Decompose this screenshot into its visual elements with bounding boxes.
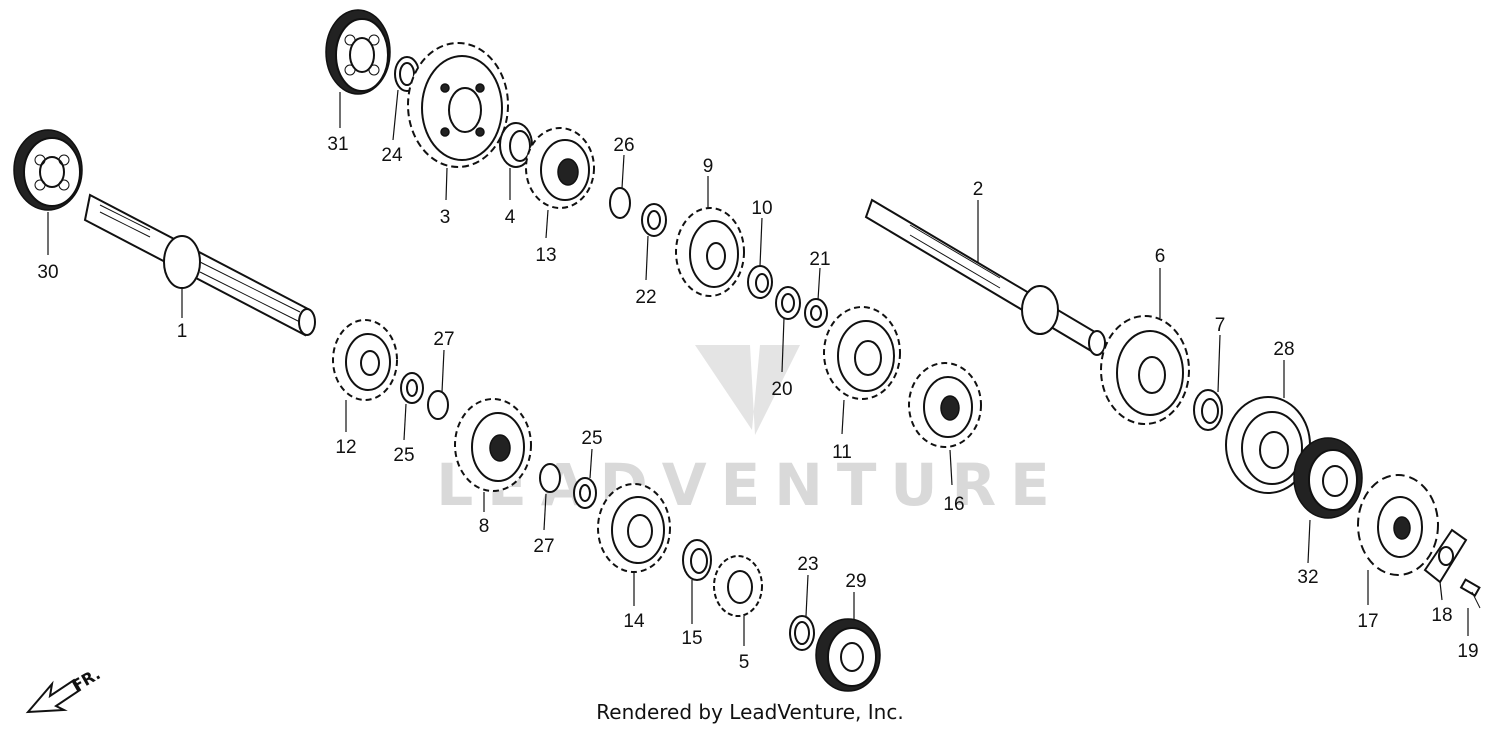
callout-9[interactable]: 9 <box>703 156 714 177</box>
part-26-circlip[interactable] <box>609 187 631 219</box>
part-16-gear[interactable] <box>908 362 982 448</box>
callout-7[interactable]: 7 <box>1215 315 1226 336</box>
part-31-bearing[interactable] <box>325 9 391 95</box>
part-17-sprocket[interactable] <box>1357 474 1439 576</box>
part-29-bearing[interactable] <box>815 618 881 692</box>
callout-3[interactable]: 3 <box>440 207 451 228</box>
callout-8[interactable]: 8 <box>479 516 490 537</box>
part-27-circlip[interactable] <box>427 390 449 420</box>
part-6-gear[interactable] <box>1100 315 1190 425</box>
callout-4[interactable]: 4 <box>505 207 516 228</box>
part-4-needle-bearing[interactable] <box>499 122 533 168</box>
part-12-gear[interactable] <box>332 319 398 401</box>
part-30-bearing[interactable] <box>13 129 83 211</box>
callout-21[interactable]: 21 <box>809 249 830 270</box>
arrow-icon <box>25 678 82 714</box>
callout-12[interactable]: 12 <box>335 437 356 458</box>
callout-18[interactable]: 18 <box>1431 605 1452 626</box>
callout-32[interactable]: 32 <box>1297 567 1318 588</box>
part-7-collar[interactable] <box>1193 389 1223 431</box>
part-32-oil-seal[interactable] <box>1293 437 1363 519</box>
part-21-washer[interactable] <box>804 298 828 328</box>
callout-6[interactable]: 6 <box>1155 246 1166 267</box>
callout-29[interactable]: 29 <box>845 571 866 592</box>
callout-25[interactable]: 25 <box>393 445 414 466</box>
watermark: LEADVENTURE <box>436 345 1064 519</box>
part-23-washer[interactable] <box>789 615 815 651</box>
callout-11[interactable]: 11 <box>832 442 852 463</box>
callout-31[interactable]: 31 <box>327 134 348 155</box>
callout-14[interactable]: 14 <box>623 611 645 632</box>
callout-13[interactable]: 13 <box>535 245 556 266</box>
part-13-gear[interactable] <box>525 127 595 209</box>
callout-26[interactable]: 26 <box>613 135 634 156</box>
callout-24[interactable]: 24 <box>381 145 403 166</box>
part-14-gear[interactable] <box>597 483 671 573</box>
part-9-gear[interactable] <box>675 207 745 297</box>
part-22-washer[interactable] <box>641 203 667 237</box>
callout-28[interactable]: 28 <box>1273 339 1294 360</box>
part-8-gear[interactable] <box>454 398 532 492</box>
callout-5[interactable]: 5 <box>739 652 750 673</box>
part-25-washer-right[interactable] <box>573 477 597 509</box>
part-25-washer[interactable] <box>400 372 424 404</box>
callout-2[interactable]: 2 <box>973 179 984 200</box>
part-15-bushing[interactable] <box>682 539 712 581</box>
callout-labels: 1 2 3 4 5 6 7 8 9 10 11 12 13 14 15 16 1… <box>37 134 1478 673</box>
callout-27-lower[interactable]: 27 <box>533 536 554 557</box>
callout-30[interactable]: 30 <box>37 262 58 283</box>
callout-22[interactable]: 22 <box>635 287 656 308</box>
callout-27[interactable]: 27 <box>433 329 454 350</box>
part-3-gear[interactable] <box>407 42 509 168</box>
part-19-bolt[interactable] <box>1459 578 1481 609</box>
render-credit: Rendered by LeadVenture, Inc. <box>596 700 904 724</box>
part-5-gear[interactable] <box>713 555 763 617</box>
part-27-circlip-lower[interactable] <box>539 463 561 493</box>
leader-lines <box>47 89 1469 646</box>
part-28-bearing[interactable] <box>1225 396 1311 494</box>
callout-17[interactable]: 17 <box>1357 611 1378 632</box>
part-1-main-shaft[interactable] <box>83 193 316 337</box>
callout-1[interactable]: 1 <box>177 321 188 342</box>
part-20-washer[interactable] <box>775 286 801 320</box>
callout-10[interactable]: 10 <box>751 198 772 219</box>
callout-19[interactable]: 19 <box>1457 641 1478 662</box>
callout-16[interactable]: 16 <box>943 494 964 515</box>
watermark-text: LEADVENTURE <box>436 451 1064 519</box>
part-11-gear[interactable] <box>823 306 901 400</box>
callout-15[interactable]: 15 <box>681 628 702 649</box>
watermark-logo-icon <box>695 345 800 435</box>
part-2-countershaft[interactable] <box>864 198 1106 356</box>
part-18-fixing-plate[interactable] <box>1423 528 1468 584</box>
callout-20[interactable]: 20 <box>771 379 792 400</box>
callout-25-right[interactable]: 25 <box>581 428 602 449</box>
part-10-bushing[interactable] <box>747 265 773 299</box>
callout-23[interactable]: 23 <box>797 554 818 575</box>
